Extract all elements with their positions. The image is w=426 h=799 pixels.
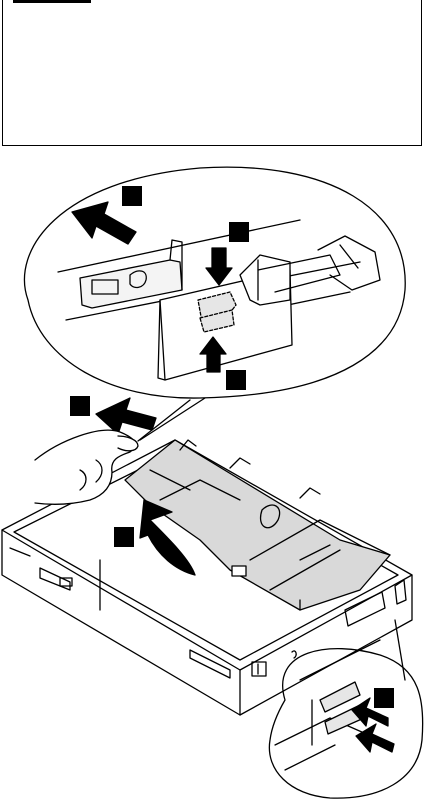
- callout-4: [70, 396, 90, 416]
- laptop-disassembly-illustration: [0, 150, 426, 799]
- callout-6: [374, 688, 394, 708]
- magnified-bubble-bottom: [269, 620, 422, 798]
- callout-3: [226, 370, 246, 390]
- callout-1: [122, 186, 142, 206]
- callout-5: [114, 527, 134, 547]
- note-heading-tab: [13, 0, 91, 3]
- arrow-4: [96, 398, 156, 434]
- note-box: [2, 0, 422, 146]
- arrow-6b: [356, 724, 394, 752]
- arrow-1: [72, 202, 136, 244]
- arrow-2-down: [206, 248, 232, 285]
- callout-2: [229, 222, 249, 242]
